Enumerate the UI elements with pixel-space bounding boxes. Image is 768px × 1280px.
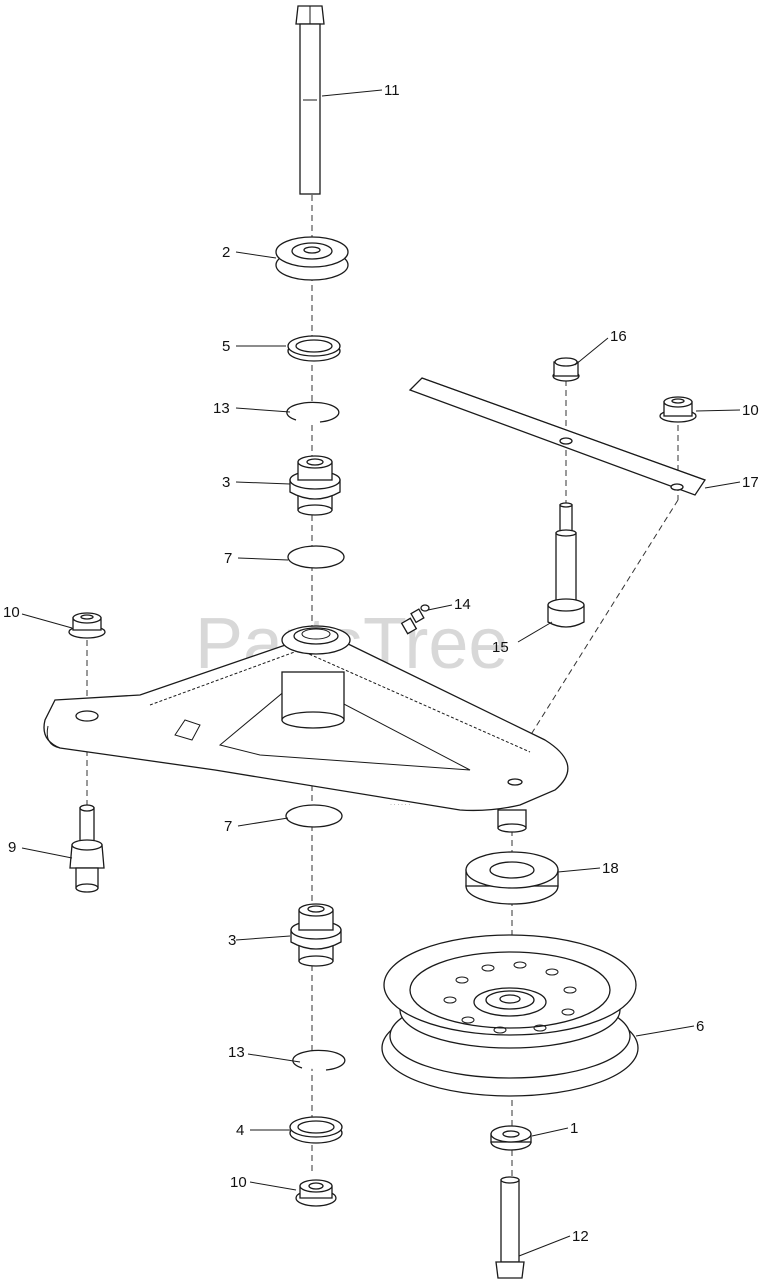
leader-lines — [21, 89, 741, 1257]
washer-part-1 — [490, 1125, 532, 1151]
callout-16: 16 — [610, 328, 627, 345]
callout-2: 2 — [222, 244, 230, 261]
retaining-ring-part-13-lower — [292, 1049, 346, 1071]
callout-3-lower: 3 — [228, 932, 236, 949]
bolt-part-12 — [495, 1176, 525, 1279]
callout-3-upper: 3 — [222, 474, 230, 491]
callout-18: 18 — [602, 860, 619, 877]
bearing-part-5 — [287, 335, 341, 362]
nut-part-16 — [552, 357, 580, 382]
callout-7-upper: 7 — [224, 550, 232, 567]
callout-15: 15 — [492, 639, 509, 656]
callout-13-lower: 13 — [228, 1044, 245, 1061]
spacer-part-18 — [465, 851, 559, 905]
callout-9: 9 — [8, 839, 16, 856]
callout-4: 4 — [236, 1122, 244, 1139]
callout-12: 12 — [572, 1228, 589, 1245]
callout-10-right: 10 — [742, 402, 759, 419]
nut-part-10-left — [68, 612, 106, 639]
o-ring-part-7-upper — [287, 545, 345, 569]
strap-bracket-part-17 — [408, 377, 707, 496]
grease-fitting-part-14 — [400, 604, 430, 635]
post-part-9 — [69, 804, 105, 893]
bracket-axis-line — [514, 499, 679, 761]
callout-10-left: 10 — [3, 604, 20, 621]
svg-text:· · · · · ·: · · · · · · — [390, 802, 410, 808]
stud-part-15 — [547, 502, 585, 628]
callout-7-lower: 7 — [224, 818, 232, 835]
callout-1: 1 — [570, 1120, 578, 1137]
bushing-part-3-lower — [290, 903, 342, 967]
callout-6: 6 — [696, 1018, 704, 1035]
callout-10-bottom: 10 — [230, 1174, 247, 1191]
bearing-part-4 — [289, 1116, 343, 1144]
idler-pulley-part-6 — [381, 934, 639, 1097]
nut-part-10-bottom — [295, 1179, 337, 1207]
nut-part-10-right — [659, 396, 697, 423]
bushing-part-3-upper — [289, 455, 341, 516]
callout-17: 17 — [742, 474, 759, 491]
callout-11: 11 — [384, 82, 400, 99]
washer-part-2 — [275, 236, 349, 281]
callout-14: 14 — [454, 596, 471, 613]
idler-arm-bracket: · · · · · · — [43, 625, 569, 833]
retaining-ring-part-13-upper — [286, 401, 340, 423]
callout-5: 5 — [222, 338, 230, 355]
bolt-part-11 — [295, 5, 325, 195]
o-ring-part-7-lower — [285, 804, 343, 828]
callout-13-upper: 13 — [213, 400, 230, 417]
